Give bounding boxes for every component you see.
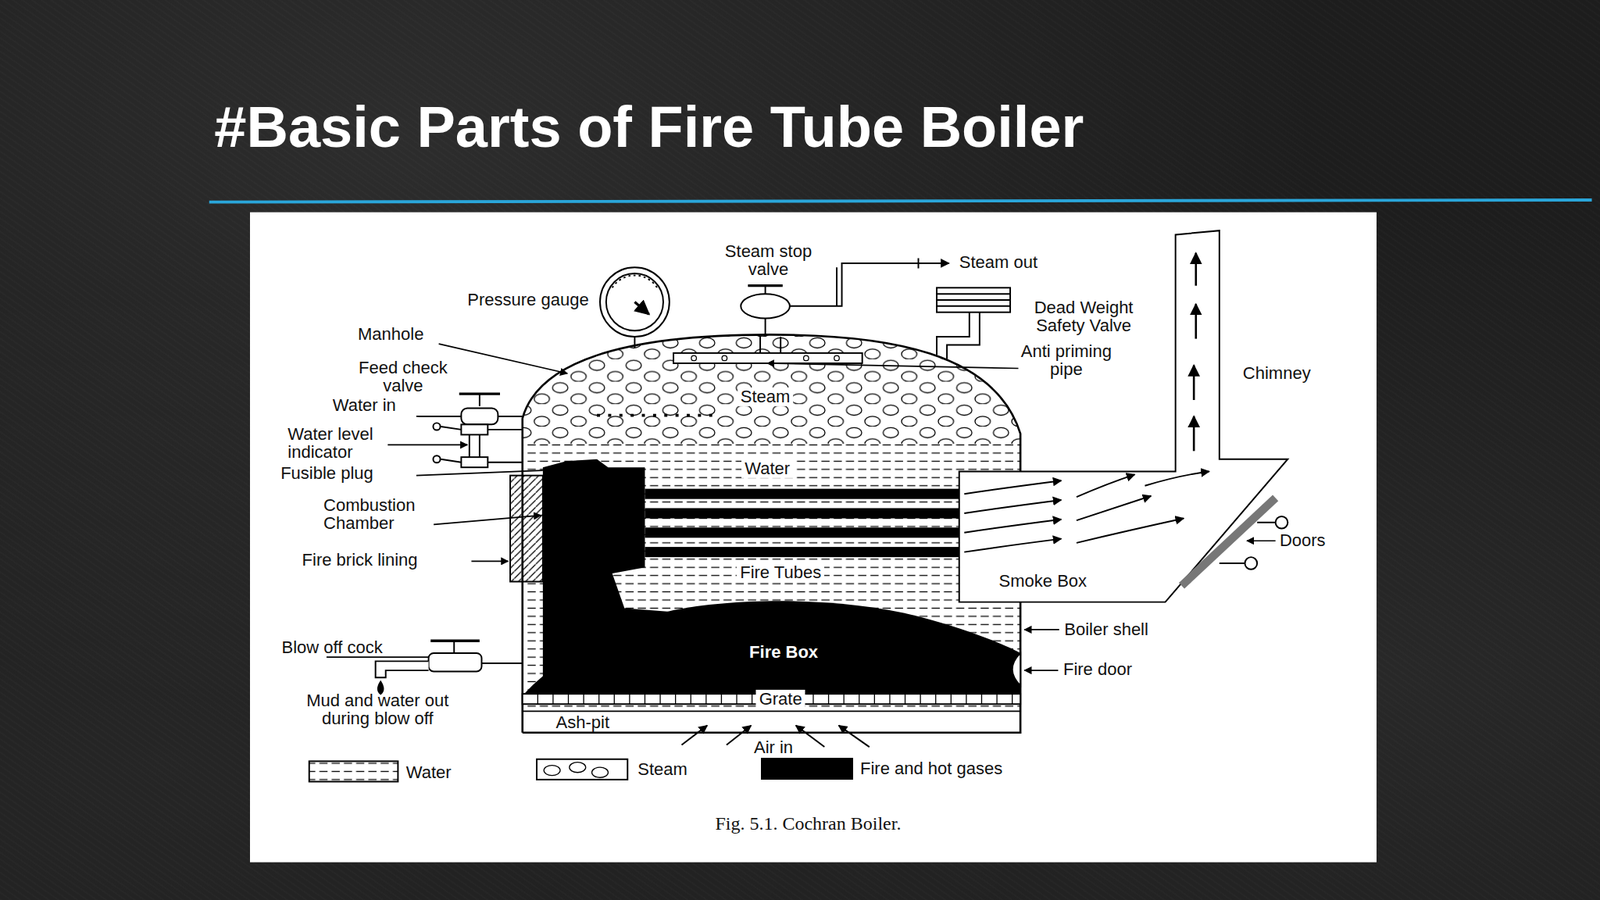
dead-weight-safety-valve: [936, 287, 1011, 359]
legend-samples: [309, 759, 629, 783]
fire-tube: [644, 527, 959, 538]
part-label: Air in: [753, 739, 793, 758]
region-label: Fire Tubes: [736, 563, 825, 583]
part-label: Steam out: [959, 253, 1038, 272]
pressure-gauge: [600, 267, 670, 348]
fire-door: [1012, 653, 1021, 686]
region-text: Ash-pit: [556, 713, 610, 733]
part-label: Steam stop valve: [712, 242, 825, 279]
part-label: Pressure gauge: [467, 290, 589, 309]
slide-title: #Basic Parts of Fire Tube Boiler: [214, 96, 1084, 160]
part-label: Water level indicator: [287, 425, 421, 461]
part-label: Boiler shell: [1064, 620, 1149, 639]
feed-check-valve: [418, 393, 523, 425]
fire-tube: [644, 546, 959, 558]
legend-text: Water: [406, 763, 452, 782]
part-label: Fire door: [1063, 660, 1133, 679]
title-underline: [209, 200, 1593, 203]
steam-bubble: [592, 767, 609, 778]
region-label: Steam: [737, 387, 794, 407]
figure-panel: [250, 212, 1377, 863]
steam-space: [510, 306, 1031, 444]
part-label: Doors: [1279, 532, 1326, 550]
region-text: Fire Tubes: [739, 563, 822, 583]
gas-flow-arrows: [964, 471, 1209, 552]
chimney-arrows: [1193, 253, 1197, 451]
part-label: Dead Weight Safety Valve: [1017, 298, 1150, 335]
figure-caption: Fig. 5.1. Cochran Boiler.: [714, 813, 901, 835]
region-text: Grate: [759, 689, 803, 709]
smoke-box-and-chimney: [959, 230, 1289, 602]
part-label: Anti priming pipe: [1007, 342, 1125, 379]
feed-pipe: [596, 414, 720, 418]
part-label: Mud and water out during blow off: [285, 691, 470, 728]
region-label: Grate: [756, 689, 806, 709]
region-label: Fire Box: [746, 642, 822, 662]
part-label: Manhole: [357, 325, 424, 344]
fire-and-hot-gases: [522, 459, 1021, 697]
region-text: Fire Box: [749, 642, 818, 662]
boiler-contents: [510, 306, 1031, 712]
door-band: [1181, 497, 1275, 586]
part-label: Combustion Chamber: [323, 496, 457, 533]
part-label: Fire brick lining: [302, 551, 418, 570]
region-text: Steam: [740, 387, 791, 407]
part-label: Chimney: [1242, 364, 1311, 383]
legend-text: Steam: [637, 760, 688, 779]
fire-tube: [644, 489, 959, 500]
region-text: Smoke Box: [999, 571, 1088, 591]
region-text: Water: [744, 458, 790, 478]
region-label: Smoke Box: [996, 571, 1091, 591]
anti-priming-pipe: [673, 336, 863, 364]
legend-text: Fire and hot gases: [860, 759, 1003, 778]
blow-off-cock: [375, 640, 523, 694]
steam-bubble: [543, 765, 561, 776]
door-handles: [1219, 516, 1289, 570]
fire-brick-lining: [510, 475, 543, 583]
part-label: Water in: [332, 396, 397, 415]
region-label: Ash-pit: [553, 713, 613, 733]
water-swatch: [309, 760, 399, 782]
steam-swatch: [536, 759, 628, 780]
fire-tube: [644, 507, 959, 518]
part-label: Blow off cock: [281, 639, 383, 658]
part-label: Feed check valve: [346, 358, 460, 395]
steam-bubble: [569, 762, 586, 773]
region-label: Water: [741, 458, 793, 478]
part-label: Fusible plug: [280, 464, 374, 483]
legend-swatch: [760, 757, 854, 779]
water-space: [510, 443, 1031, 711]
boiler-shell: [522, 334, 1021, 733]
leader-lines: [326, 343, 1276, 671]
